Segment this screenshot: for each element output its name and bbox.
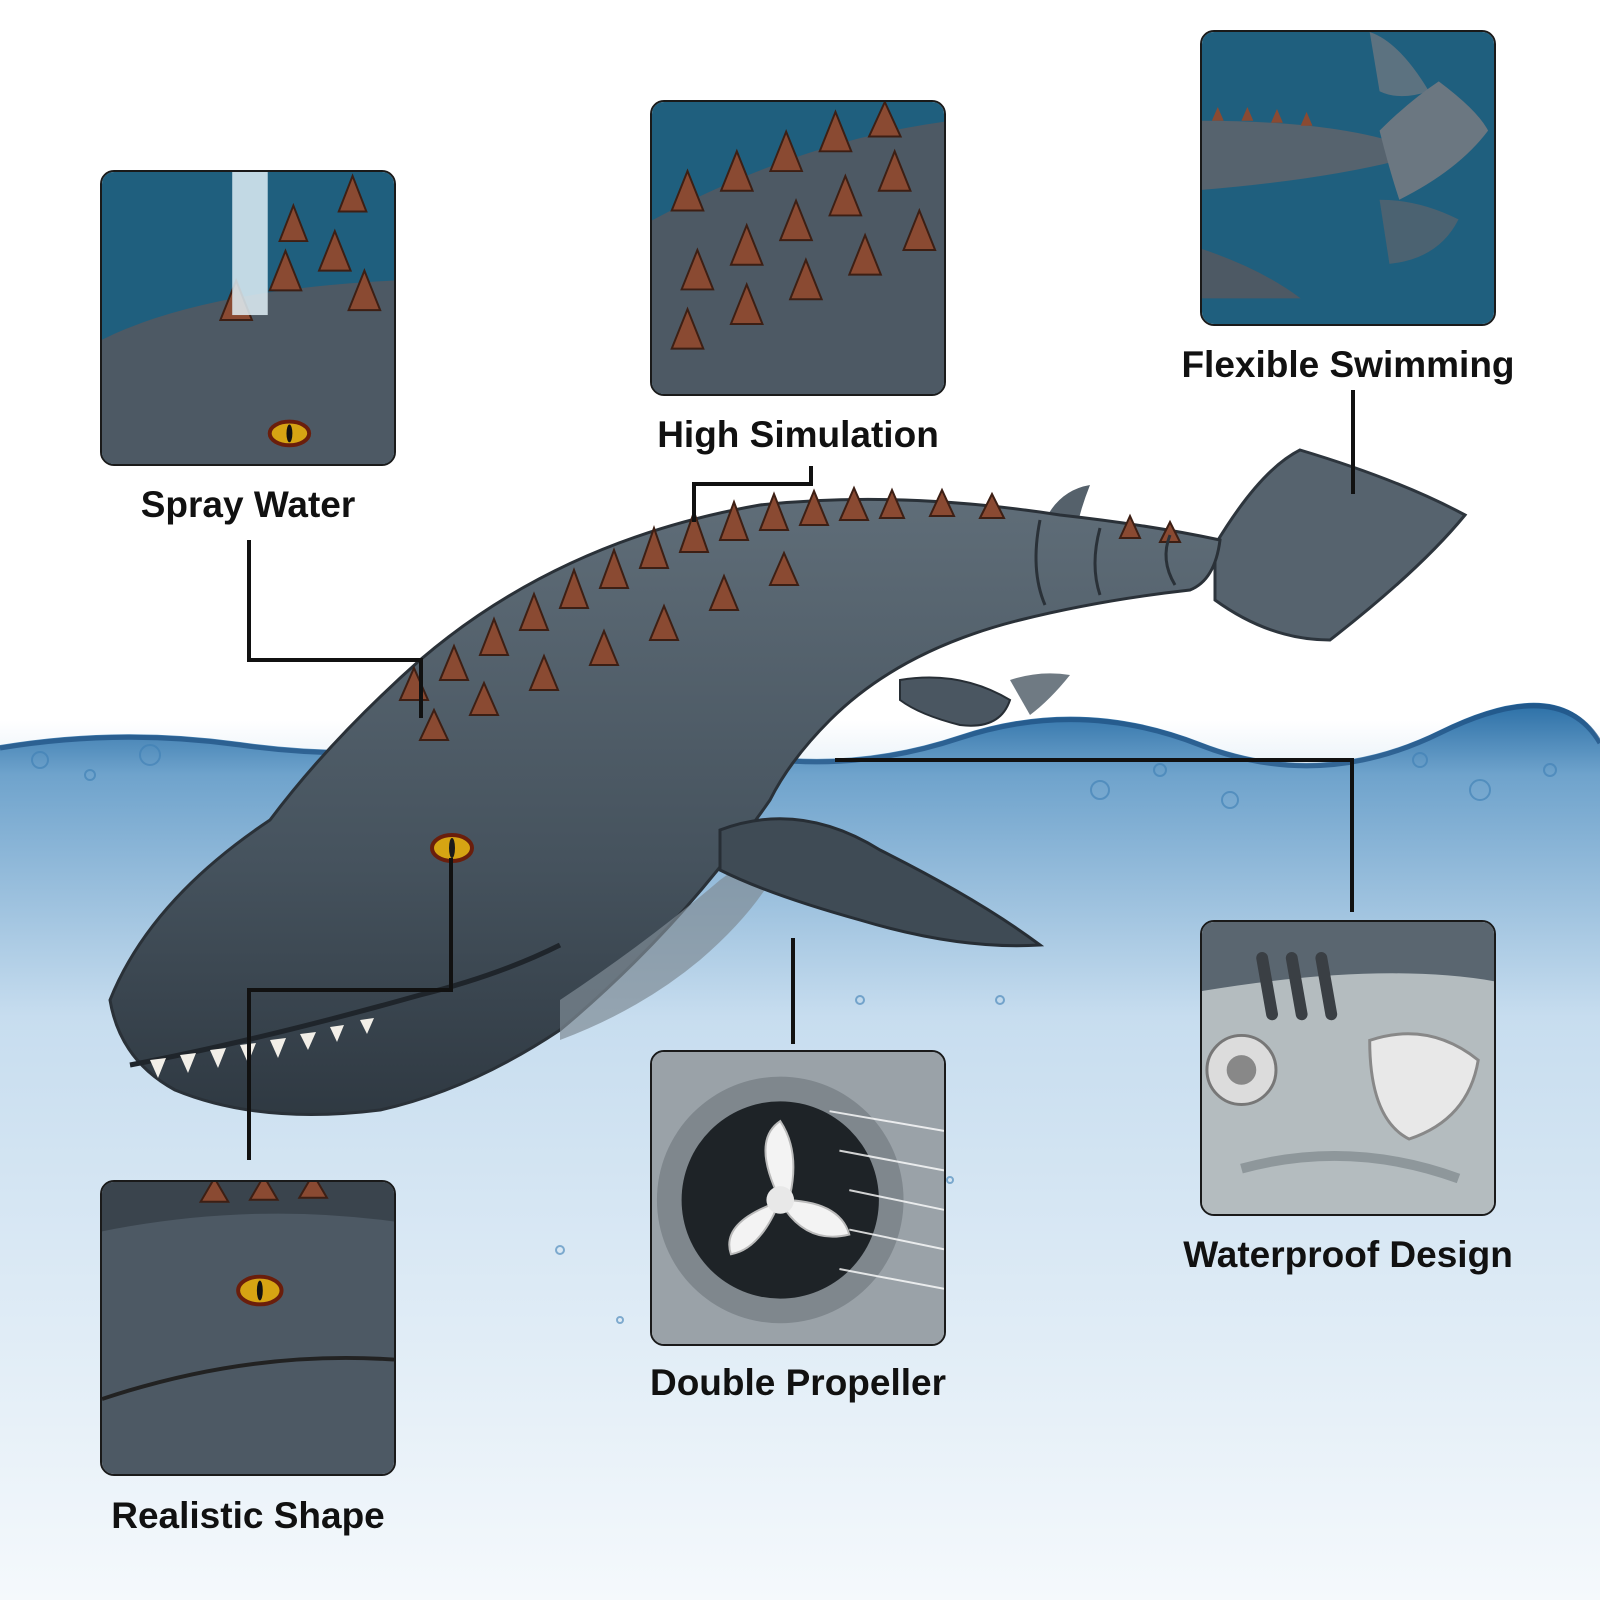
waterproof-design-panel xyxy=(1200,920,1496,1216)
connector-flexible-swimming xyxy=(1351,390,1355,494)
waterproof-design-label: Waterproof Design xyxy=(1183,1234,1513,1275)
high-simulation-image xyxy=(652,102,944,394)
connector-realistic-shape-h xyxy=(247,988,453,992)
flexible-swimming-image xyxy=(1202,32,1494,324)
connector-realistic-shape xyxy=(247,988,251,1160)
high-simulation-panel xyxy=(650,100,946,396)
connector-double-propeller xyxy=(791,938,795,1044)
waterproof-design-image xyxy=(1202,922,1494,1214)
connector-spray-water-h xyxy=(247,658,423,662)
connector-spray-water-v2 xyxy=(419,658,423,718)
dorsal-spikes xyxy=(398,485,1182,741)
double-propeller-panel xyxy=(650,1050,946,1346)
realistic-shape-panel xyxy=(100,1180,396,1476)
spray-water-label: Spray Water xyxy=(140,484,356,525)
connector-high-simulation-h xyxy=(692,482,813,486)
connector-waterproof-design-v xyxy=(1350,758,1354,912)
realistic-shape-label: Realistic Shape xyxy=(111,1495,385,1536)
connector-realistic-shape-v2 xyxy=(449,858,453,992)
connector-spray-water xyxy=(247,540,251,662)
connector-high-simulation xyxy=(809,466,813,486)
spray-water-image xyxy=(102,172,394,464)
connector-waterproof-design xyxy=(835,758,1354,762)
realistic-shape-image xyxy=(102,1182,394,1474)
double-propeller-label: Double Propeller xyxy=(649,1362,947,1403)
double-propeller-image xyxy=(652,1052,944,1344)
high-simulation-label: High Simulation xyxy=(657,414,939,455)
flexible-swimming-panel xyxy=(1200,30,1496,326)
connector-high-simulation-v2 xyxy=(692,482,696,522)
spray-water-panel xyxy=(100,170,396,466)
flexible-swimming-label: Flexible Swimming xyxy=(1181,344,1515,385)
